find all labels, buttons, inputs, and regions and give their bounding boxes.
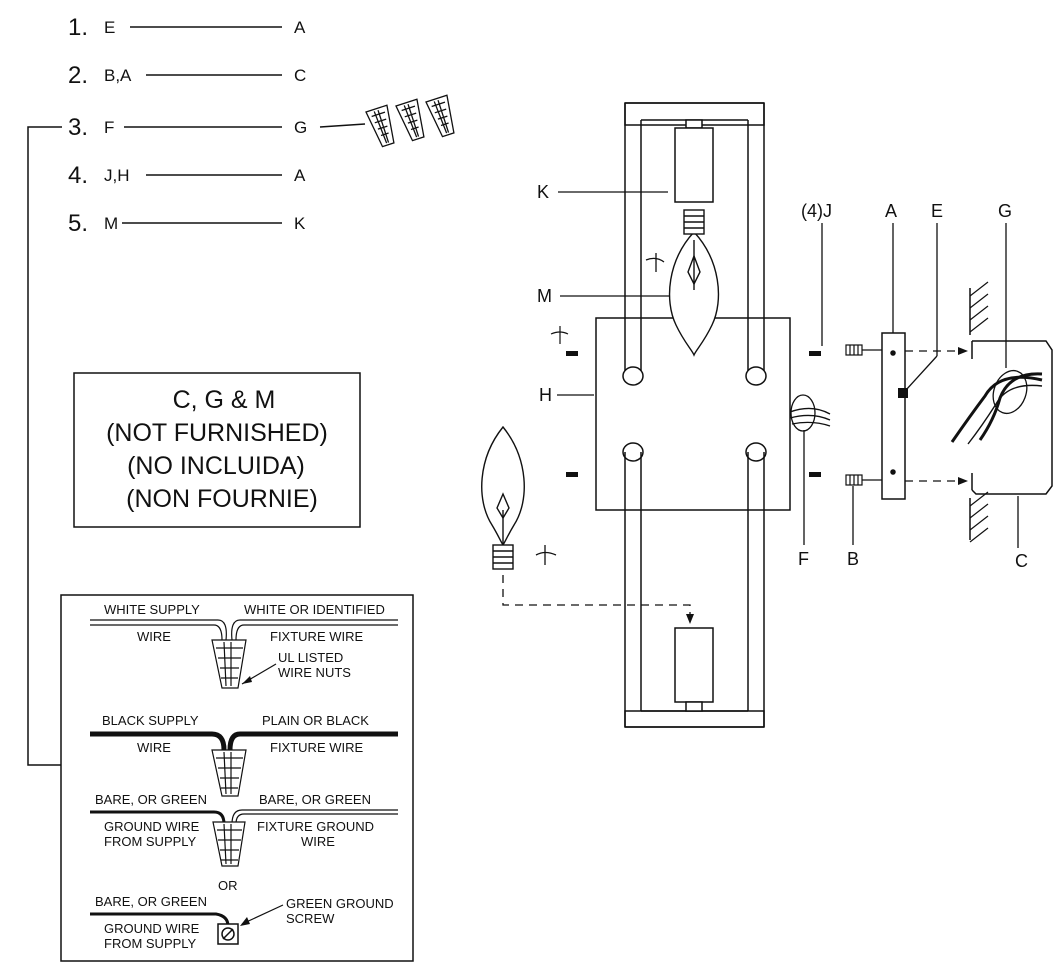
wire-nuts-label: UL LISTED <box>278 650 343 665</box>
white-supply-label-2: WIRE <box>137 629 171 644</box>
white-supply-label: WHITE SUPPLY <box>104 602 200 617</box>
top-socket <box>674 119 714 203</box>
wire-nuts-icon <box>365 94 455 148</box>
white-fixture-label: WHITE OR IDENTIFIED <box>244 602 385 617</box>
part-label-G: G <box>998 201 1012 221</box>
bulb-insert-path <box>502 575 691 622</box>
screw-label-2: SCREW <box>286 911 335 926</box>
step-right: C <box>294 66 306 85</box>
label-E: E <box>905 201 943 391</box>
part-label-K: K <box>537 182 549 202</box>
plate-screws <box>566 351 821 477</box>
crossbar <box>881 332 906 500</box>
rotate-arrow-icon <box>550 326 569 344</box>
step-right: A <box>294 166 306 185</box>
label-A: A <box>885 201 897 333</box>
fixture-wires <box>789 394 831 432</box>
label-B: B <box>847 486 859 569</box>
alignment-lines <box>905 350 960 482</box>
step-right: G <box>294 118 307 137</box>
step-left: J,H <box>104 166 130 185</box>
part-label-M: M <box>537 286 552 306</box>
note-line-2: (NOT FURNISHED) <box>106 419 328 447</box>
alt-supply-label-2: GROUND WIRE <box>104 921 200 936</box>
ground-fixture-label: BARE, OR GREEN <box>259 792 371 807</box>
black-fixture-label: PLAIN OR BLACK <box>262 713 369 728</box>
black-supply-label-2: WIRE <box>137 740 171 755</box>
ground-supply-label-3: FROM SUPPLY <box>104 834 197 849</box>
part-label-B: B <box>847 549 859 569</box>
label-G: G <box>998 201 1012 368</box>
ground-supply-label: BARE, OR GREEN <box>95 792 207 807</box>
ground-supply-label-2: GROUND WIRE <box>104 819 200 834</box>
black-fixture-label-2: FIXTURE WIRE <box>270 740 363 755</box>
wiring-detail-box: WHITE SUPPLY WHITE OR IDENTIFIED WIRE FI… <box>60 594 414 962</box>
ground-screw-icon <box>217 923 239 945</box>
wire-nut-icon <box>212 821 246 867</box>
step-4: 4. J,H A <box>68 162 306 189</box>
step-left: F <box>104 118 114 137</box>
rotate-arrow-icon <box>645 253 665 272</box>
part-label-A: A <box>885 201 897 221</box>
label-F: F <box>798 430 809 569</box>
label-J: (4)J <box>801 201 832 346</box>
rotate-arrow-icon <box>535 545 557 565</box>
step-2: 2. B,A C <box>68 62 306 89</box>
step-5: 5. M K <box>68 210 306 237</box>
junction-box <box>969 281 1053 543</box>
white-fixture-label-2: FIXTURE WIRE <box>270 629 363 644</box>
step-right: K <box>294 214 306 233</box>
step-left: M <box>104 214 118 233</box>
label-M: M <box>537 286 670 306</box>
step-right: A <box>294 18 306 37</box>
part-label-E: E <box>931 201 943 221</box>
not-furnished-note: C, G & M (NOT FURNISHED) (NO INCLUIDA) (… <box>73 372 361 528</box>
supply-wires <box>950 369 1043 445</box>
label-C: C <box>1015 496 1028 571</box>
or-label: OR <box>218 878 238 893</box>
mounting-screws <box>845 344 882 486</box>
note-line-3: (NO INCLUIDA) <box>127 452 305 480</box>
note-line-4: (NON FOURNIE) <box>126 485 318 513</box>
step-number: 4. <box>68 162 88 189</box>
label-H: H <box>539 385 594 405</box>
black-supply-label: BLACK SUPPLY <box>102 713 199 728</box>
label-K: K <box>537 182 668 202</box>
step-left: B,A <box>104 66 132 85</box>
step-number: 1. <box>68 14 88 41</box>
step-3: 3. F G <box>68 114 366 141</box>
ground-screw-icon <box>898 388 908 398</box>
step-1: 1. E A <box>68 14 306 41</box>
wire-nuts-label-2: WIRE NUTS <box>278 665 351 680</box>
part-label-C: C <box>1015 551 1028 571</box>
note-line-1: C, G & M <box>173 386 276 414</box>
step-3-bracket <box>27 126 62 766</box>
screw-label: GREEN GROUND <box>286 896 394 911</box>
bottom-socket <box>674 627 714 712</box>
wire-nut-icon <box>211 749 247 797</box>
alt-supply-label-3: FROM SUPPLY <box>104 936 197 951</box>
loose-bulb <box>481 425 525 570</box>
part-label-F: F <box>798 549 809 569</box>
wire-nut-icon <box>211 639 247 689</box>
ground-fixture-label-3: WIRE <box>301 834 335 849</box>
part-label-H: H <box>539 385 552 405</box>
step-number: 2. <box>68 62 88 89</box>
part-label-J: (4)J <box>801 201 832 221</box>
ground-fixture-label-2: FIXTURE GROUND <box>257 819 374 834</box>
alt-supply-label: BARE, OR GREEN <box>95 894 207 909</box>
top-bulb <box>668 209 720 357</box>
step-left: E <box>104 18 115 37</box>
step-number: 3. <box>68 114 88 141</box>
step-number: 5. <box>68 210 88 237</box>
